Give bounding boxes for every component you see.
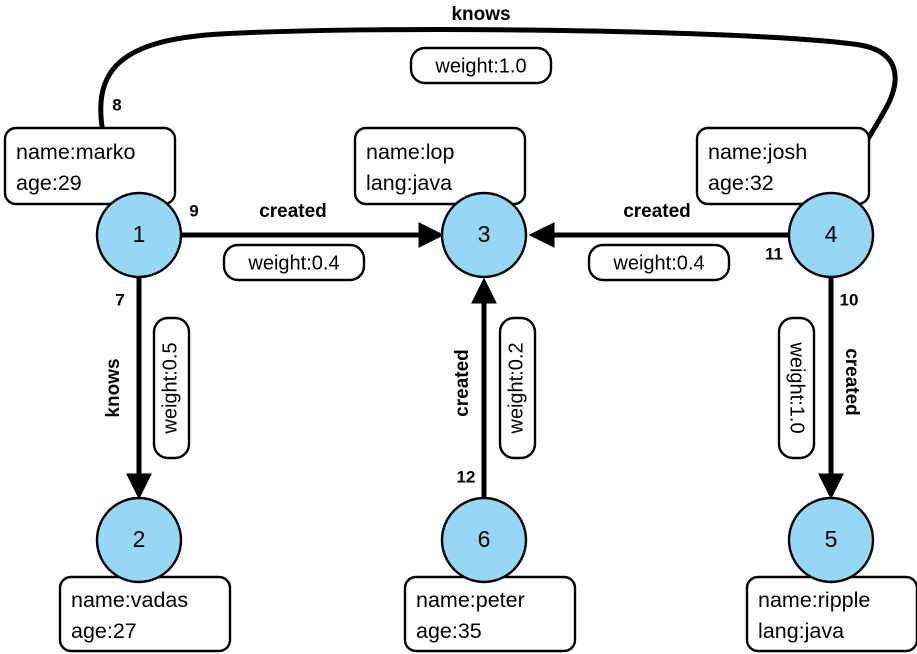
prop-box-rect-node-1 <box>3 126 177 206</box>
node-label-3: 3 <box>478 221 491 247</box>
prop-box-rect-node-4 <box>695 126 871 206</box>
node-label-5: 5 <box>825 526 838 552</box>
node-6[interactable]: 6 <box>440 496 528 584</box>
prop-line-name-node-5: name:ripple <box>758 588 870 612</box>
prop-box-node-2: name:vadas age:27 <box>58 575 232 653</box>
prop-line-name-node-3: name:lop <box>366 140 454 164</box>
node-2[interactable]: 2 <box>95 496 183 584</box>
node-1[interactable]: 1 <box>95 191 183 279</box>
weight-label-edge-11: weight:0.4 <box>612 252 704 274</box>
prop-line-age-node-1: age:29 <box>16 171 82 195</box>
edge-label-10: created <box>841 348 862 416</box>
nodes-layer: 1 2 3 4 5 6 <box>95 191 875 584</box>
prop-line-name-node-1: name:marko <box>16 140 136 164</box>
node-circle-3[interactable] <box>440 191 528 279</box>
weight-box-rect-edge-8 <box>409 46 553 85</box>
prop-box-node-3: name:lop lang:java <box>353 126 527 206</box>
weight-box-rect-edge-7 <box>152 316 191 460</box>
edge-id-11: 11 <box>765 244 783 263</box>
weight-box-edge-9: weight:0.4 <box>222 243 366 282</box>
weight-box-rect-edge-10 <box>777 316 816 460</box>
prop-line-age-node-2: age:27 <box>71 619 137 643</box>
prop-line-name-node-4: name:josh <box>708 140 807 164</box>
prop-line-name-node-2: name:vadas <box>71 588 188 612</box>
edge-id-12: 12 <box>457 467 476 486</box>
weight-label-edge-7: weight:0.5 <box>159 342 181 434</box>
prop-line-lang-node-3: lang:java <box>366 171 452 195</box>
weight-label-edge-12: weight:0.2 <box>505 342 527 434</box>
edge-id-8: 8 <box>112 95 121 114</box>
weight-box-edge-7: weight:0.5 <box>152 316 191 460</box>
weight-box-rect-edge-11 <box>587 243 731 282</box>
weight-label-edge-9: weight:0.4 <box>247 252 339 274</box>
edge-label-11: created <box>623 201 691 222</box>
prop-box-node-5: name:ripple lang:java <box>745 575 917 653</box>
node-circle-2[interactable] <box>95 496 183 584</box>
node-4[interactable]: 4 <box>787 191 875 279</box>
node-label-2: 2 <box>133 526 146 552</box>
edge-labels-layer: knows 8 created 9 knows 7 created 11 cre… <box>102 3 863 488</box>
prop-line-lang-node-5: lang:java <box>758 619 844 643</box>
edge-label-12: created <box>452 349 473 417</box>
prop-box-rect-node-3 <box>353 126 527 206</box>
edge-8-path[interactable] <box>98 27 898 186</box>
node-label-4: 4 <box>825 221 838 247</box>
weight-box-edge-12: weight:0.2 <box>498 316 537 460</box>
node-label-6: 6 <box>478 526 491 552</box>
prop-box-node-6: name:peter age:35 <box>403 575 577 653</box>
prop-line-name-node-6: name:peter <box>416 588 525 612</box>
node-5[interactable]: 5 <box>787 496 875 584</box>
prop-line-age-node-4: age:32 <box>708 171 774 195</box>
edge-label-7: knows <box>103 358 124 417</box>
weight-label-edge-8: weight:1.0 <box>434 55 526 77</box>
node-circle-4[interactable] <box>787 191 875 279</box>
weight-box-edge-10: weight:1.0 <box>777 316 816 460</box>
node-label-1: 1 <box>133 221 146 247</box>
edge-id-9: 9 <box>189 201 198 220</box>
weight-label-edge-10: weight:1.0 <box>786 341 808 433</box>
prop-box-node-1: name:marko age:29 <box>3 126 177 206</box>
edge-id-10: 10 <box>840 290 859 309</box>
prop-box-node-4: name:josh age:32 <box>695 126 871 206</box>
weight-boxes-layer: weight:1.0 weight:0.4 weight:0.4 weight:… <box>152 46 816 460</box>
edge-label-9: created <box>259 201 327 222</box>
node-circle-6[interactable] <box>440 496 528 584</box>
prop-line-age-node-6: age:35 <box>416 619 482 643</box>
edge-id-7: 7 <box>115 290 124 309</box>
weight-box-rect-edge-12 <box>498 316 537 460</box>
weight-box-rect-edge-9 <box>222 243 366 282</box>
node-3[interactable]: 3 <box>440 191 528 279</box>
weight-box-edge-8: weight:1.0 <box>409 46 553 85</box>
weight-box-edge-11: weight:0.4 <box>587 243 731 282</box>
node-circle-5[interactable] <box>787 496 875 584</box>
property-boxes-layer: name:marko age:29 name:lop lang:java nam… <box>3 126 917 653</box>
edge-label-8: knows <box>451 4 510 25</box>
node-circle-1[interactable] <box>95 191 183 279</box>
edges-layer <box>98 27 898 505</box>
